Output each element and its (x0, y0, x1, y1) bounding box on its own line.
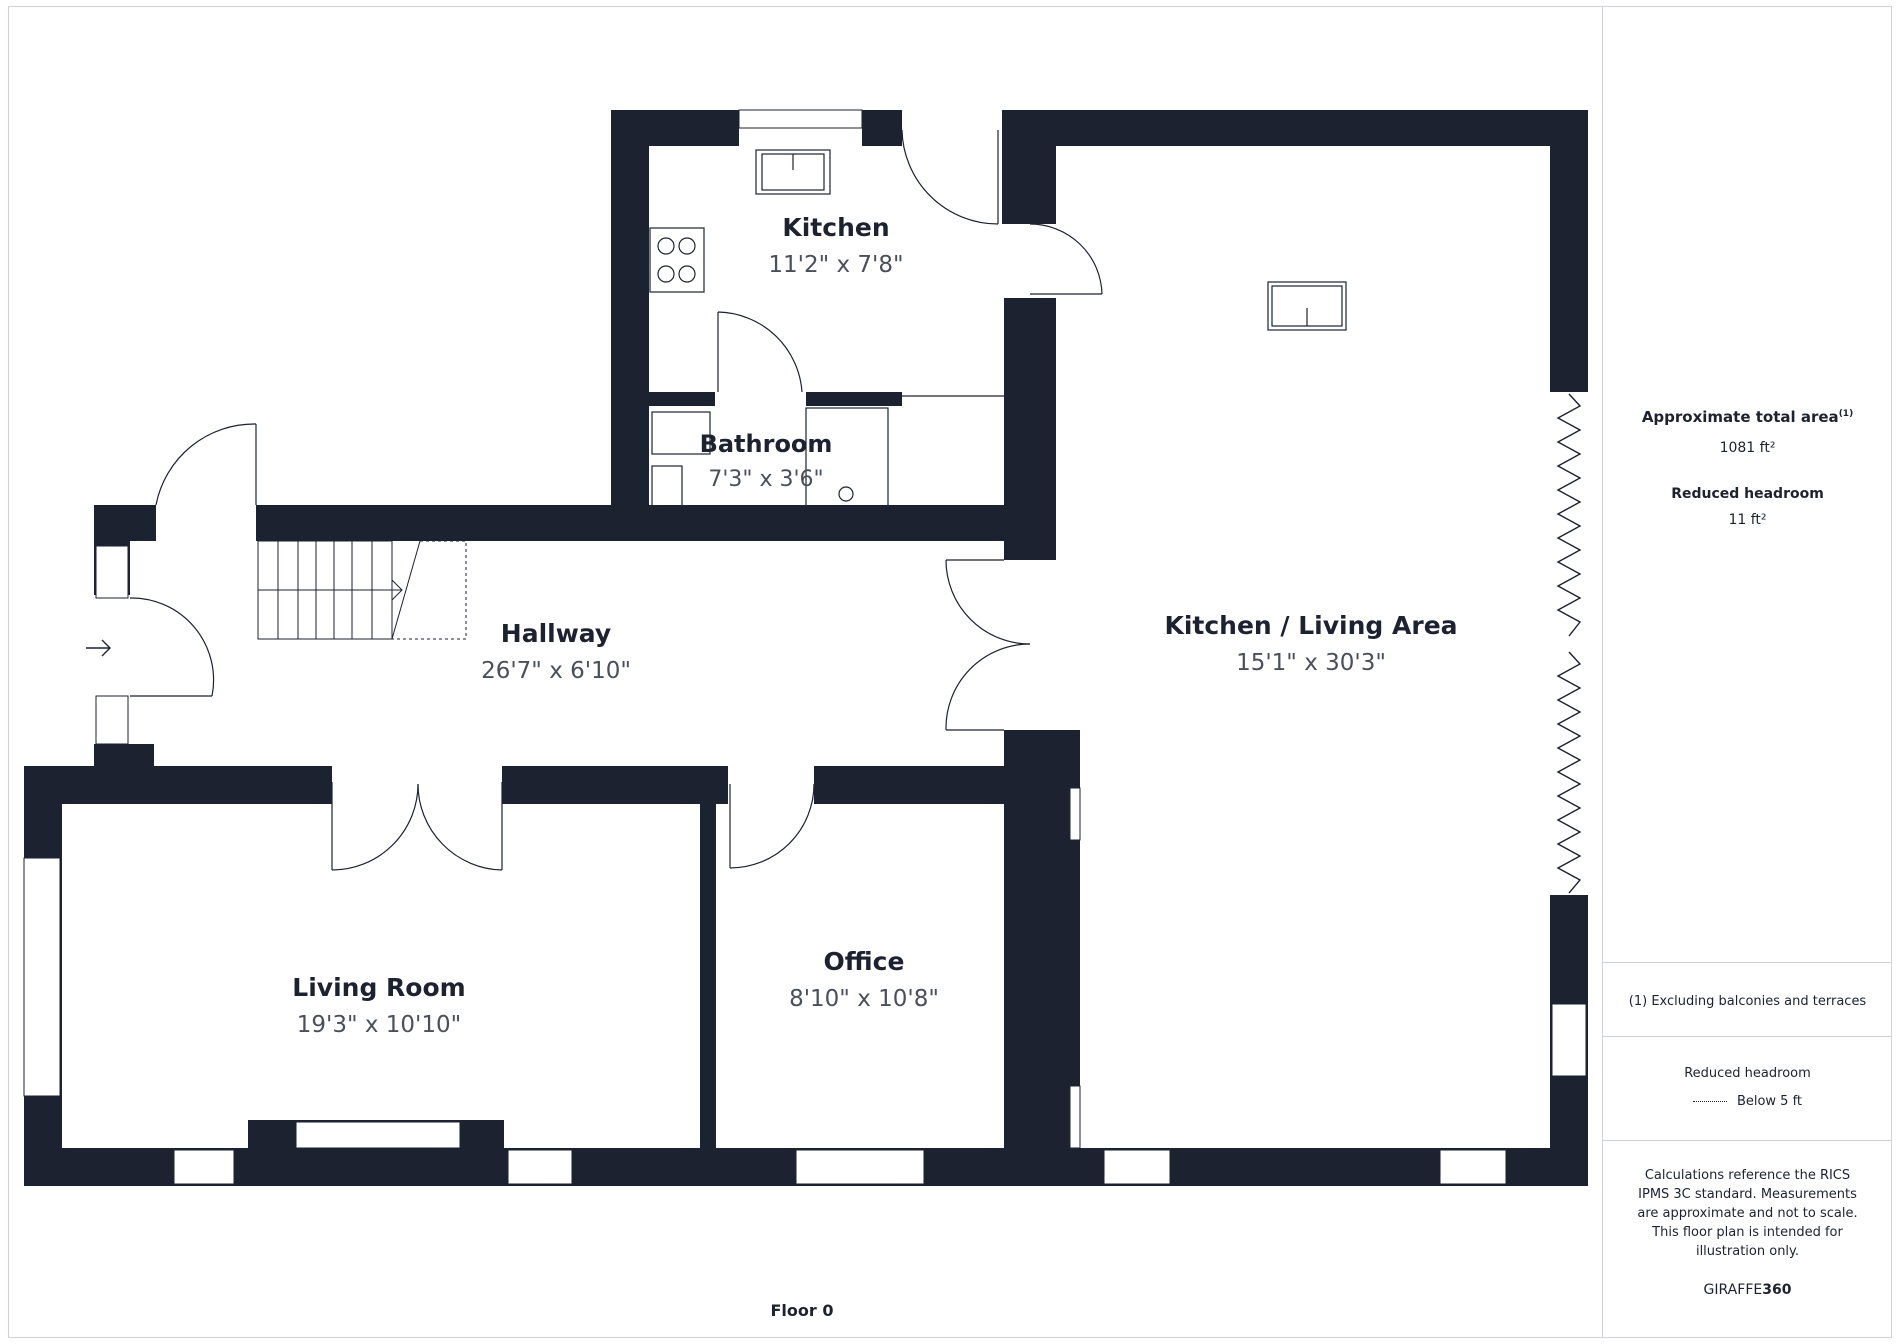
bifold-door (1556, 393, 1582, 894)
entrance-arrow-icon (86, 639, 111, 657)
doors (129, 129, 1103, 871)
hallway-name: Hallway (501, 619, 611, 648)
bathroom-name: Bathroom (700, 430, 833, 458)
windows (23, 109, 1588, 1185)
kitchen-fixtures (649, 149, 1347, 527)
divider (1603, 1036, 1892, 1037)
divider (1603, 962, 1892, 963)
footnote: (1) Excluding balconies and terraces (1628, 994, 1867, 1009)
divider (1603, 1140, 1892, 1141)
legend-title: Reduced headroom (1684, 1066, 1811, 1081)
floor-label: Floor 0 (770, 1301, 834, 1320)
kitchen-living-name: Kitchen / Living Area (1164, 611, 1457, 640)
walls (24, 110, 1588, 1186)
total-area-title: Approximate total area(1) (1641, 408, 1854, 426)
legend-item: Below 5 ft (1603, 1094, 1892, 1109)
hallway-dims: 26'7" x 6'10" (481, 658, 631, 684)
dotted-line-icon (1692, 1101, 1727, 1102)
disclaimer: Calculations reference the RICS IPMS 3C … (1637, 1168, 1858, 1259)
brand-logo: GIRAFFE360 (1703, 1282, 1792, 1298)
reduced-headroom-title: Reduced headroom (1671, 486, 1824, 502)
kitchen-name: Kitchen (782, 213, 889, 242)
kitchen-dims: 11'2" x 7'8" (768, 252, 903, 278)
total-area-value: 1081 ft² (1719, 440, 1776, 456)
room-labels: Kitchen 11'2" x 7'8" Bathroom 7'3" x 3'6… (292, 213, 1457, 1038)
page-frame (8, 6, 1892, 1338)
office-dims: 8'10" x 10'8" (789, 986, 939, 1012)
bathroom-dims: 7'3" x 3'6" (708, 467, 823, 492)
reduced-headroom-value: 11 ft² (1728, 512, 1767, 528)
stairs (257, 540, 467, 640)
info-sidebar: Approximate total area(1) 1081 ft² Reduc… (1602, 6, 1892, 1338)
living-room-name: Living Room (292, 973, 465, 1002)
kitchen-living-dims: 15'1" x 30'3" (1236, 650, 1386, 676)
office-name: Office (824, 947, 905, 976)
living-room-dims: 19'3" x 10'10" (297, 1012, 461, 1038)
